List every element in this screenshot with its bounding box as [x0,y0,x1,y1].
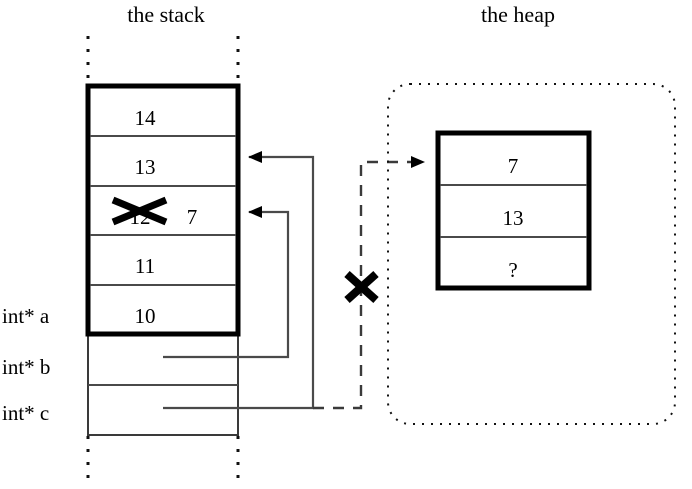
heap-cell-value-1: 13 [503,206,524,230]
strikeout-x-icon [111,196,168,226]
pointer-label-c: int* c [2,401,49,425]
stack-cell-value-1: 13 [135,155,156,179]
stack-cell-value-0: 14 [135,106,157,130]
invalidated-pointer-x-icon [344,271,379,303]
heap-title: the heap [481,2,555,27]
pointer-label-a: int* a [2,304,50,328]
stack-array-box [85,83,241,337]
heap-cell-value-0: 7 [508,154,519,178]
stack-title: the stack [127,2,205,27]
pointer-label-b: int* b [2,355,50,379]
pointer-c-arrow [163,151,315,410]
stack-cell-value-3: 11 [135,254,155,278]
heap-cell-value-2: ? [508,258,517,282]
heap-block-box [435,130,592,291]
stack-cell-value-4: 10 [135,304,156,328]
stack-cell-value-2-new: 7 [187,205,198,229]
pointer-b-arrow [163,206,290,359]
heap-region-boundary [387,83,676,425]
